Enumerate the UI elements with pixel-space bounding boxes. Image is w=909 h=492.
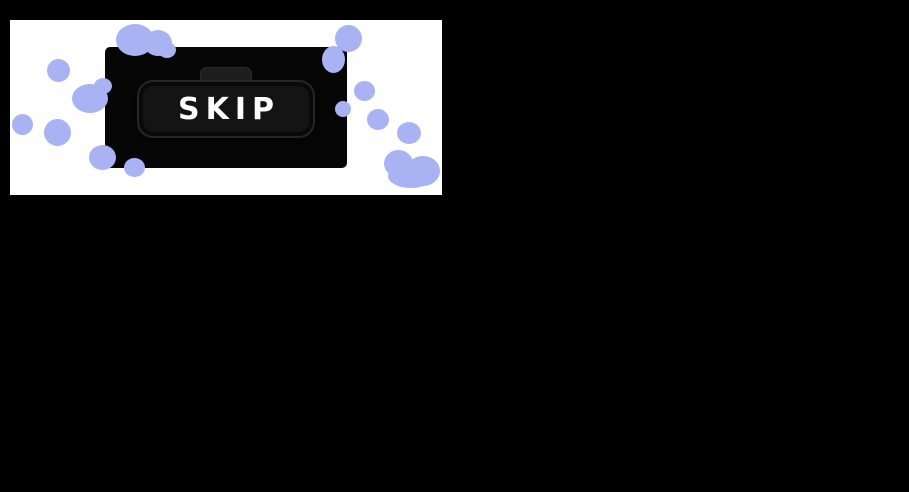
paint-blob (72, 84, 108, 113)
paint-blob (367, 109, 389, 130)
paint-blob (397, 122, 421, 144)
paint-blob (354, 81, 375, 101)
skip-button[interactable]: SKIP (137, 80, 315, 138)
paint-blob (47, 59, 70, 82)
paint-blob (406, 156, 440, 186)
paint-blob (12, 114, 33, 135)
paint-blob (388, 164, 434, 188)
paint-blob (384, 150, 413, 177)
skip-panel: SKIP (105, 47, 347, 168)
paint-blob (44, 119, 71, 146)
drawing-canvas[interactable]: SKIP (10, 20, 442, 195)
